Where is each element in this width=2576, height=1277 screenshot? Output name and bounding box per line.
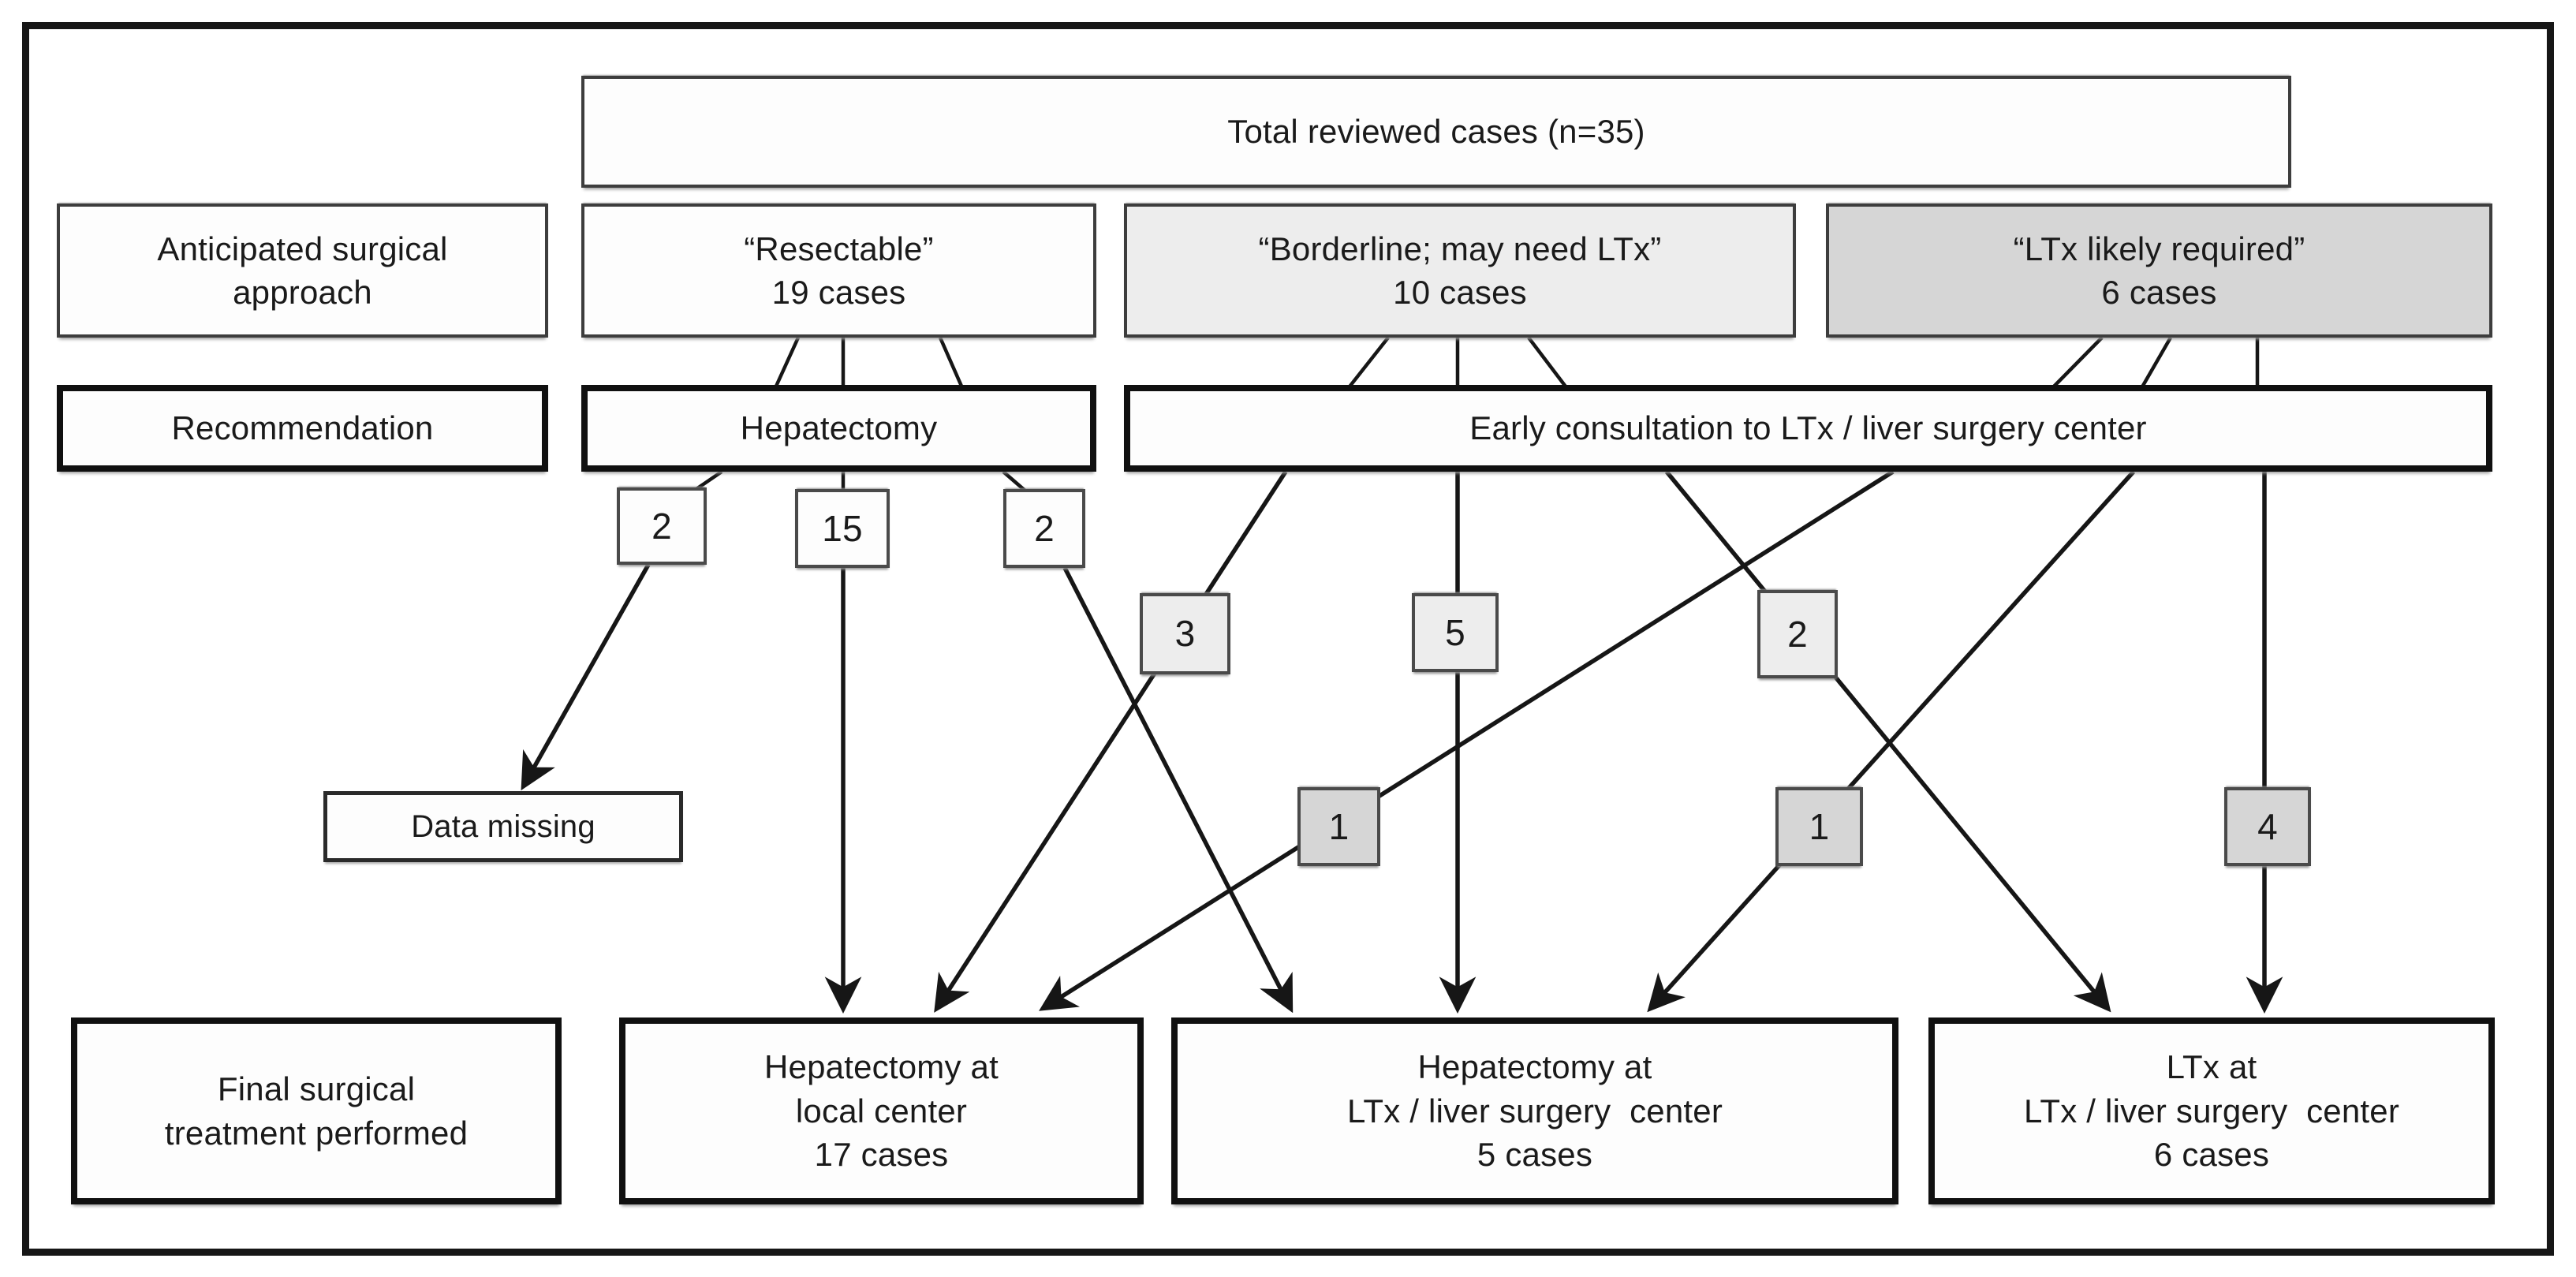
count-label: 5 [1445, 611, 1465, 653]
flow-count-4-ltx: 4 [2224, 787, 2311, 866]
data-missing-label: Data missing [411, 808, 595, 844]
outcome-line: LTx / liver surgery center [2023, 1092, 2400, 1130]
count-label: 15 [822, 507, 863, 549]
approach-ltx-likely-label: “LTx likely required” [2013, 230, 2305, 267]
fan-borderline-left [1346, 336, 1390, 391]
flow-count-3-local: 3 [1140, 593, 1230, 674]
flow-count-2-ltx: 2 [1757, 590, 1838, 678]
row-label-approach-line2: approach [233, 274, 372, 311]
total-cases-box: Total reviewed cases (n=35) [581, 76, 2291, 188]
count-label: 4 [2257, 805, 2278, 847]
flow-count-5-ltx-center-hep: 5 [1412, 593, 1499, 672]
outcome-cases: 5 cases [1477, 1136, 1593, 1174]
approach-resectable-label: “Resectable” [744, 230, 934, 267]
approach-ltx-likely-cases: 6 cases [2101, 274, 2217, 311]
fan-connectors [693, 336, 2260, 494]
arrow-3-to-local [934, 470, 1288, 1013]
arrow-1-to-local [1039, 469, 1895, 1011]
count-label: 3 [1174, 613, 1196, 655]
row-label-final-treatment: Final surgical treatment performed [71, 1017, 562, 1204]
fan-ltx-left [2049, 336, 2104, 391]
fan-borderline-right [1527, 336, 1570, 391]
fan-resectable-right [938, 337, 965, 390]
outcome-cases: 6 cases [2153, 1136, 2270, 1174]
flow-count-15-local: 15 [795, 489, 890, 568]
outcome-line: LTx / liver surgery center [1346, 1092, 1723, 1130]
recommendation-box-early-consultation: Early consultation to LTx / liver surger… [1124, 385, 2492, 472]
total-cases-label: Total reviewed cases (n=35) [1227, 113, 1645, 151]
flow-count-1-ltx-center-hep: 1 [1775, 787, 1863, 866]
final-label-line1: Final surgical [217, 1070, 416, 1108]
outcome-line: Hepatectomy at [1417, 1048, 1652, 1086]
row-label-approach-line1: Anticipated surgical [157, 230, 448, 267]
flow-arrows [521, 469, 2283, 1014]
arrow-1-to-ltx-center-hep [1647, 470, 2136, 1013]
count-label: 2 [651, 505, 672, 547]
approach-box-ltx-likely: “LTx likely required” 6 cases [1826, 203, 2492, 338]
outcome-box-ltx: LTx at LTx / liver surgery center 6 case… [1928, 1017, 2495, 1204]
flow-count-2-ltx-center-hep: 2 [1003, 489, 1085, 568]
count-label: 2 [1034, 507, 1055, 549]
approach-borderline-cases: 10 cases [1393, 274, 1527, 311]
outcome-box-ltx-center-hepatectomy: Hepatectomy at LTx / liver surgery cente… [1171, 1017, 1898, 1204]
count-label: 1 [1809, 805, 1830, 847]
hepatectomy-label: Hepatectomy [740, 409, 938, 447]
outcome-line: local center [795, 1092, 968, 1130]
recommendation-box-hepatectomy: Hepatectomy [581, 385, 1096, 472]
count-label: 2 [1787, 613, 1808, 655]
flow-count-2-data-missing: 2 [617, 487, 707, 565]
arrow-2-to-ltx-center-hep [1062, 566, 1294, 1014]
count-label: 1 [1328, 805, 1350, 847]
arrow-2-to-data-missing [521, 563, 651, 791]
stub-hepatectomy-to-2b [1002, 470, 1029, 494]
fan-ltx-mid [2139, 336, 2172, 391]
outcome-cases: 17 cases [814, 1136, 949, 1174]
approach-resectable-cases: 19 cases [771, 274, 906, 311]
outcome-line: Hepatectomy at [764, 1048, 999, 1086]
fan-resectable-left [772, 337, 801, 390]
row-label-approach: Anticipated surgical approach [57, 203, 548, 338]
approach-borderline-label: “Borderline; may need LTx” [1258, 230, 1662, 267]
flow-count-1-local: 1 [1297, 787, 1380, 866]
outcome-line: LTx at [2166, 1048, 2257, 1086]
approach-box-borderline: “Borderline; may need LTx” 10 cases [1124, 203, 1796, 338]
arrow-2-to-ltx [1664, 470, 2111, 1013]
data-missing-box: Data missing [323, 791, 683, 862]
final-label-line2: treatment performed [164, 1114, 469, 1152]
recommendation-label: Recommendation [171, 409, 434, 447]
approach-box-resectable: “Resectable” 19 cases [581, 203, 1096, 338]
outcome-box-local-hepatectomy: Hepatectomy at local center 17 cases [619, 1017, 1144, 1204]
early-consultation-label: Early consultation to LTx / liver surger… [1469, 409, 2147, 447]
row-label-recommendation: Recommendation [57, 385, 548, 472]
